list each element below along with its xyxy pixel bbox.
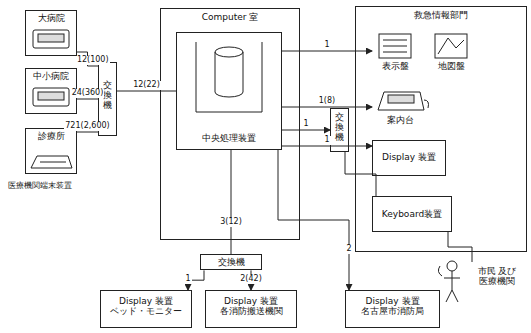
display-unit: Display 装置各消防搬送機関 (205, 290, 297, 328)
node-text: 交換機 (334, 113, 345, 143)
map-board: 地図盤 (428, 28, 474, 74)
node-text: 各消防搬送機関 (219, 306, 284, 316)
node-text: Keyboard装置 (381, 209, 443, 219)
node-text: Computer 室 (201, 12, 260, 22)
node-text: 名古屋市消防局 (360, 306, 425, 316)
display-board-icon (379, 34, 411, 58)
node-text: 中小病院 (32, 71, 70, 81)
disk-unit-icon (196, 42, 262, 112)
node-text: 交換機 (217, 257, 246, 267)
emergency-dept: 救急情報部門表示盤 地図盤案内台 Display 装置 Keyboard装置 (355, 6, 527, 252)
line-count-label: 12(100) (76, 56, 110, 65)
connector (278, 150, 349, 290)
display-unit: Display 装置名古屋市消防局 (345, 290, 440, 328)
node-text: 市民 及び 医療機関 (471, 266, 523, 287)
cpu-box: 中央処理装置 (176, 32, 282, 150)
node-text: Display 装置 (118, 296, 174, 306)
node-text: 表示盤 (381, 61, 410, 71)
caption-label: 医療機関端末装置 (8, 180, 72, 191)
line-count-label: 24(360) (71, 89, 105, 98)
map-board-icon (435, 34, 467, 58)
display-unit: Display 装置ベッド・モニター (100, 290, 192, 328)
computer-room: Computer 室中央処理装置 (160, 8, 300, 240)
node-text: 案内台 (386, 115, 415, 125)
connector (282, 107, 372, 108)
line-count-label: 1(8) (318, 97, 336, 106)
switch-box: 交換機 (200, 254, 262, 270)
keyboard-unit: Keyboard装置 (372, 196, 452, 232)
line-count-label: 1 (323, 136, 330, 145)
line-count-label: 2 (345, 245, 352, 254)
hospital-terminal: 大病院 (25, 10, 77, 56)
hospital-terminal: 中小病院 (25, 68, 77, 114)
line-count-label: 1 (184, 275, 191, 284)
node-text: 中央処理装置 (201, 133, 257, 143)
display-board: 表示盤 (372, 28, 418, 74)
node-text: 診療所 (37, 131, 66, 141)
node-text: ベッド・モニター (109, 306, 183, 316)
connector (117, 91, 176, 92)
connector (231, 150, 232, 254)
terminal-icon (33, 30, 69, 48)
line-count-label: 1 (302, 120, 309, 129)
console-icon (378, 92, 429, 110)
connector (77, 132, 98, 133)
node-text: 地図盤 (437, 61, 466, 71)
line-count-label: 721(2,600) (64, 122, 110, 131)
connector (282, 130, 330, 131)
citizen: 市民 及び 医療機関 (468, 262, 526, 302)
connector (282, 146, 372, 147)
node-text: Display 装置 (364, 296, 420, 306)
node-text: 大病院 (37, 13, 66, 23)
console: 案内台 (372, 84, 428, 130)
connector (448, 232, 472, 262)
clinic-terminal: 診療所 (25, 128, 77, 174)
node-text: Display 装置 (381, 152, 437, 162)
line-count-label: 1 (323, 41, 330, 50)
node-text: 救急情報部門 (413, 10, 469, 20)
connector (282, 51, 372, 52)
node-text: Display 装置 (223, 296, 279, 306)
line-count-label: 3(12) (219, 218, 243, 227)
connector (77, 99, 98, 100)
terminal-icon (31, 156, 72, 168)
switch-box: 交換機 (330, 108, 349, 152)
terminal-icon (33, 88, 69, 106)
display-unit: Display 装置 (372, 140, 446, 176)
person-phone-icon (438, 261, 460, 302)
line-count-label: 12(22) (132, 81, 161, 90)
line-count-label: 2(42) (239, 275, 263, 284)
